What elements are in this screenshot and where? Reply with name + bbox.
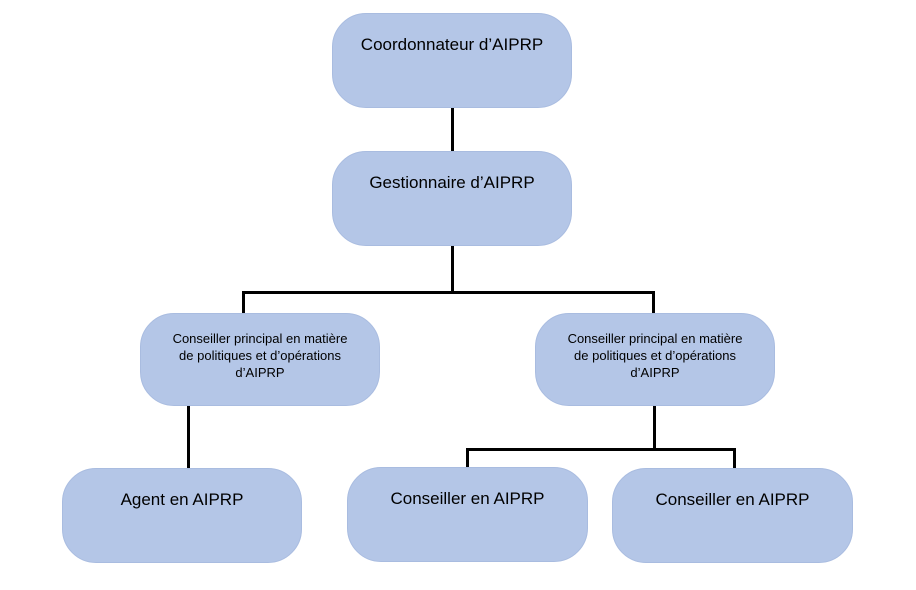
- node-conseiller-aiprp-2-label: Conseiller en AIPRP: [655, 490, 810, 509]
- connector-level4-drop-left: [466, 448, 469, 469]
- connector-level3-drop-right: [652, 291, 655, 315]
- node-coordonnateur-aiprp-label: Coordonnateur d’AIPRP: [360, 35, 544, 54]
- connector-gestionnaire-stem: [451, 245, 454, 293]
- connector-level3-crossbar: [242, 291, 655, 294]
- connector-coordonnateur-gestionnaire: [451, 107, 454, 153]
- node-conseiller-principal-droite: Conseiller principal en matière de polit…: [535, 313, 775, 406]
- node-conseiller-principal-gauche: Conseiller principal en matière de polit…: [140, 313, 380, 406]
- node-conseiller-aiprp-2: Conseiller en AIPRP: [612, 468, 853, 563]
- node-agent-aiprp: Agent en AIPRP: [62, 468, 302, 563]
- connector-level3-drop-left: [242, 291, 245, 315]
- node-conseiller-principal-gauche-label: Conseiller principal en matière de polit…: [172, 331, 348, 380]
- node-conseiller-principal-droite-label: Conseiller principal en matière de polit…: [567, 331, 743, 380]
- node-agent-aiprp-label: Agent en AIPRP: [120, 490, 244, 509]
- node-conseiller-aiprp-1-label: Conseiller en AIPRP: [390, 489, 545, 508]
- connector-principal-gauche-agent: [187, 405, 190, 469]
- connector-level4-drop-right: [733, 448, 736, 469]
- node-conseiller-aiprp-1: Conseiller en AIPRP: [347, 467, 588, 562]
- node-coordonnateur-aiprp: Coordonnateur d’AIPRP: [332, 13, 572, 108]
- node-gestionnaire-aiprp: Gestionnaire d’AIPRP: [332, 151, 572, 246]
- connector-principal-droite-stem: [653, 405, 656, 450]
- node-gestionnaire-aiprp-label: Gestionnaire d’AIPRP: [369, 173, 535, 192]
- connector-level4-crossbar: [466, 448, 736, 451]
